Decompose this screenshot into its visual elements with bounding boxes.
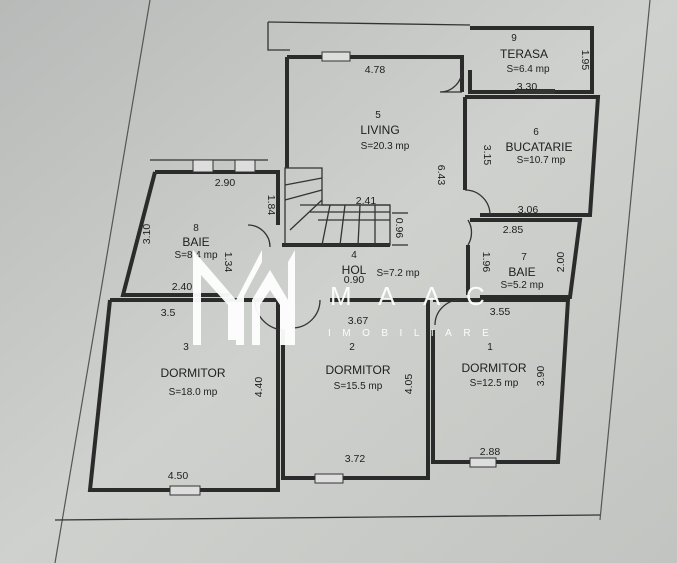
windows (169, 51, 555, 496)
dimension-labels: 4.78 1.95 3.30 3.15 6.43 3.06 2.85 1.96 … (141, 50, 591, 482)
dimension: 2.88 (480, 446, 501, 458)
dimension: 2.85 (503, 224, 524, 236)
watermark-letter: M (330, 281, 352, 311)
dimension: 3.10 (141, 224, 153, 245)
outer-boundary (267, 21, 471, 26)
dimension: 2.00 (555, 252, 567, 273)
stairs (284, 167, 408, 246)
dimension: 3.5 (161, 307, 176, 319)
dimension: 1.96 (480, 252, 492, 273)
watermark-letter: A (423, 281, 441, 311)
room-name: HOL (342, 263, 367, 277)
dimension: 6.43 (435, 165, 447, 186)
room-name: BUCATARIE (506, 140, 573, 154)
room-bucatarie: 6 BUCATARIE S=10.7 mp (506, 127, 573, 166)
room-dormitor-3: 3 DORMITOR S=18.0 mp (160, 342, 225, 398)
room-name: LIVING (360, 123, 399, 137)
room-area: S=15.5 mp (334, 381, 383, 392)
room-area: S=20.3 mp (361, 141, 410, 152)
dimension: 0.96 (393, 218, 405, 239)
room-number: 1 (487, 342, 493, 353)
watermark-letter: A (378, 281, 396, 311)
room-area: S=18.0 mp (169, 387, 218, 398)
dimension: 1.34 (222, 252, 234, 273)
room-number: 7 (521, 252, 527, 263)
dimension: 2.40 (172, 281, 193, 293)
dimension: 3.90 (535, 366, 547, 387)
dimension: 3.30 (517, 81, 538, 93)
watermark-subtitle: IMOBILIARE (328, 328, 500, 339)
dimension: 1.95 (579, 50, 591, 71)
room-number: 2 (349, 342, 355, 353)
dimension: 4.50 (168, 470, 189, 482)
dimension: 3.67 (348, 315, 369, 327)
room-area: S=6.4 mp (506, 64, 550, 75)
outer-boundary (54, 514, 601, 521)
room-number: 9 (511, 33, 517, 44)
room-number: 6 (533, 127, 539, 138)
room-terasa: 9 TERASA S=6.4 mp (500, 33, 550, 75)
room-number: 3 (183, 342, 189, 353)
maac-logo-watermark: M A A C IMOBILIARE (193, 250, 500, 345)
dimension: 3.72 (345, 453, 366, 465)
room-name: TERASA (500, 47, 548, 61)
watermark-letter: C (466, 281, 485, 311)
dimension: 3.55 (490, 306, 511, 318)
room-number: 8 (193, 223, 199, 234)
room-dormitor-2: 2 DORMITOR S=15.5 mp (325, 342, 390, 392)
room-area: S=12.5 mp (470, 378, 519, 389)
outer-boundary (267, 22, 290, 51)
dimension: 4.78 (365, 64, 386, 76)
room-name: BAIE (508, 265, 535, 279)
room-area: S=10.7 mp (517, 155, 566, 166)
dimension: 4.05 (403, 374, 415, 395)
dimension: 4.40 (253, 377, 265, 398)
dimension: 1.84 (265, 195, 277, 216)
room-living: 5 LIVING S=20.3 mp (360, 110, 409, 152)
paper-margin-line (599, 0, 651, 521)
room-area: S=7.2 mp (376, 268, 420, 279)
dimension: 0.90 (344, 274, 365, 286)
dimension: 3.15 (481, 145, 493, 166)
room-name: DORMITOR (325, 363, 390, 377)
room-name: DORMITOR (461, 361, 526, 375)
dimension: 3.06 (518, 204, 539, 216)
room-name: BAIE (182, 235, 209, 249)
dimension: 2.41 (356, 195, 377, 207)
room-number: 5 (375, 110, 381, 121)
paper-margin-line (54, 0, 151, 563)
room-dormitor-1: 1 DORMITOR S=12.5 mp (461, 342, 526, 389)
dimension: 2.90 (215, 177, 236, 189)
room-hol: 4 HOL S=7.2 mp (342, 250, 420, 279)
room-area: S=5.2 mp (500, 280, 544, 291)
room-name: DORMITOR (160, 366, 225, 380)
room-number: 4 (351, 250, 357, 261)
room-baie-7: 7 BAIE S=5.2 mp (500, 252, 544, 291)
